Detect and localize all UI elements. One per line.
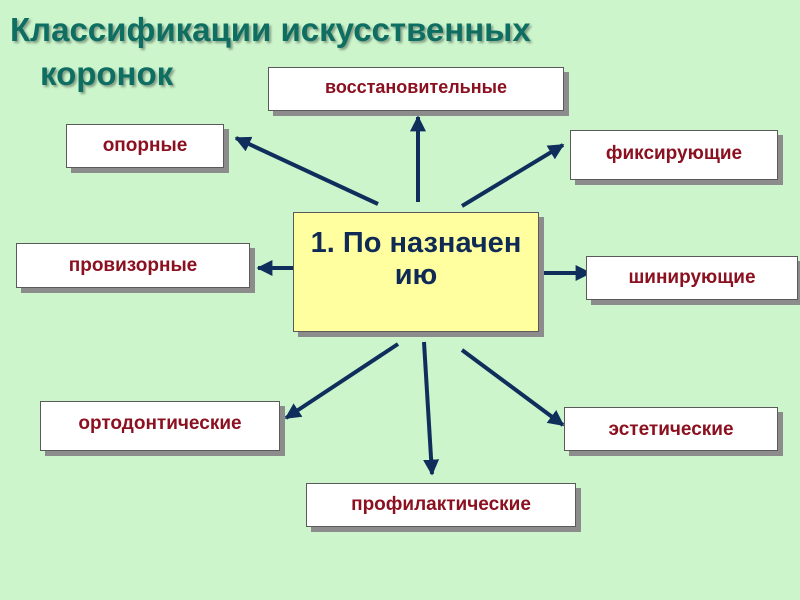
label-vosstanovitelnye: восстановительные: [324, 77, 507, 97]
center-node: 1. По назначению: [293, 212, 539, 332]
label-shiniruyushchie: шинирующие: [628, 267, 756, 288]
arrow-to-fiksiruyushchie: [460, 143, 565, 208]
label-provizornye: провизорные: [68, 255, 198, 276]
box-esteticheskie: эстетические: [564, 407, 778, 451]
label-esteticheskie: эстетические: [608, 419, 734, 440]
arrow-to-opornye: [234, 136, 379, 206]
box-shiniruyushchie: шинирующие: [586, 256, 798, 300]
arrow-to-ortodonticheskie: [284, 342, 400, 420]
label-opornye: опорные: [102, 135, 188, 156]
title-line-1: Классификации искусственных: [10, 11, 531, 48]
title-line-2: коронок: [40, 55, 174, 92]
box-opornye: опорные: [66, 124, 224, 168]
slide-title: Классификации искусственных коронок: [10, 8, 531, 96]
box-ortodonticheskie: ортодонтические: [40, 401, 280, 451]
label-fiksiruyushchie: фиксирующие: [605, 143, 743, 164]
arrow-to-esteticheskie: [460, 348, 565, 427]
box-fiksiruyushchie: фиксирующие: [570, 130, 778, 180]
label-ortodonticheskie: ортодонтические: [78, 413, 242, 434]
box-provizornye: провизорные: [16, 243, 250, 288]
box-vosstanovitelnye: восстановительные: [268, 67, 564, 111]
box-profilakticheskie: профилактические: [306, 483, 576, 527]
label-profilakticheskie: профилактические: [351, 494, 531, 515]
arrow-to-profilakticheskie: [422, 341, 440, 476]
